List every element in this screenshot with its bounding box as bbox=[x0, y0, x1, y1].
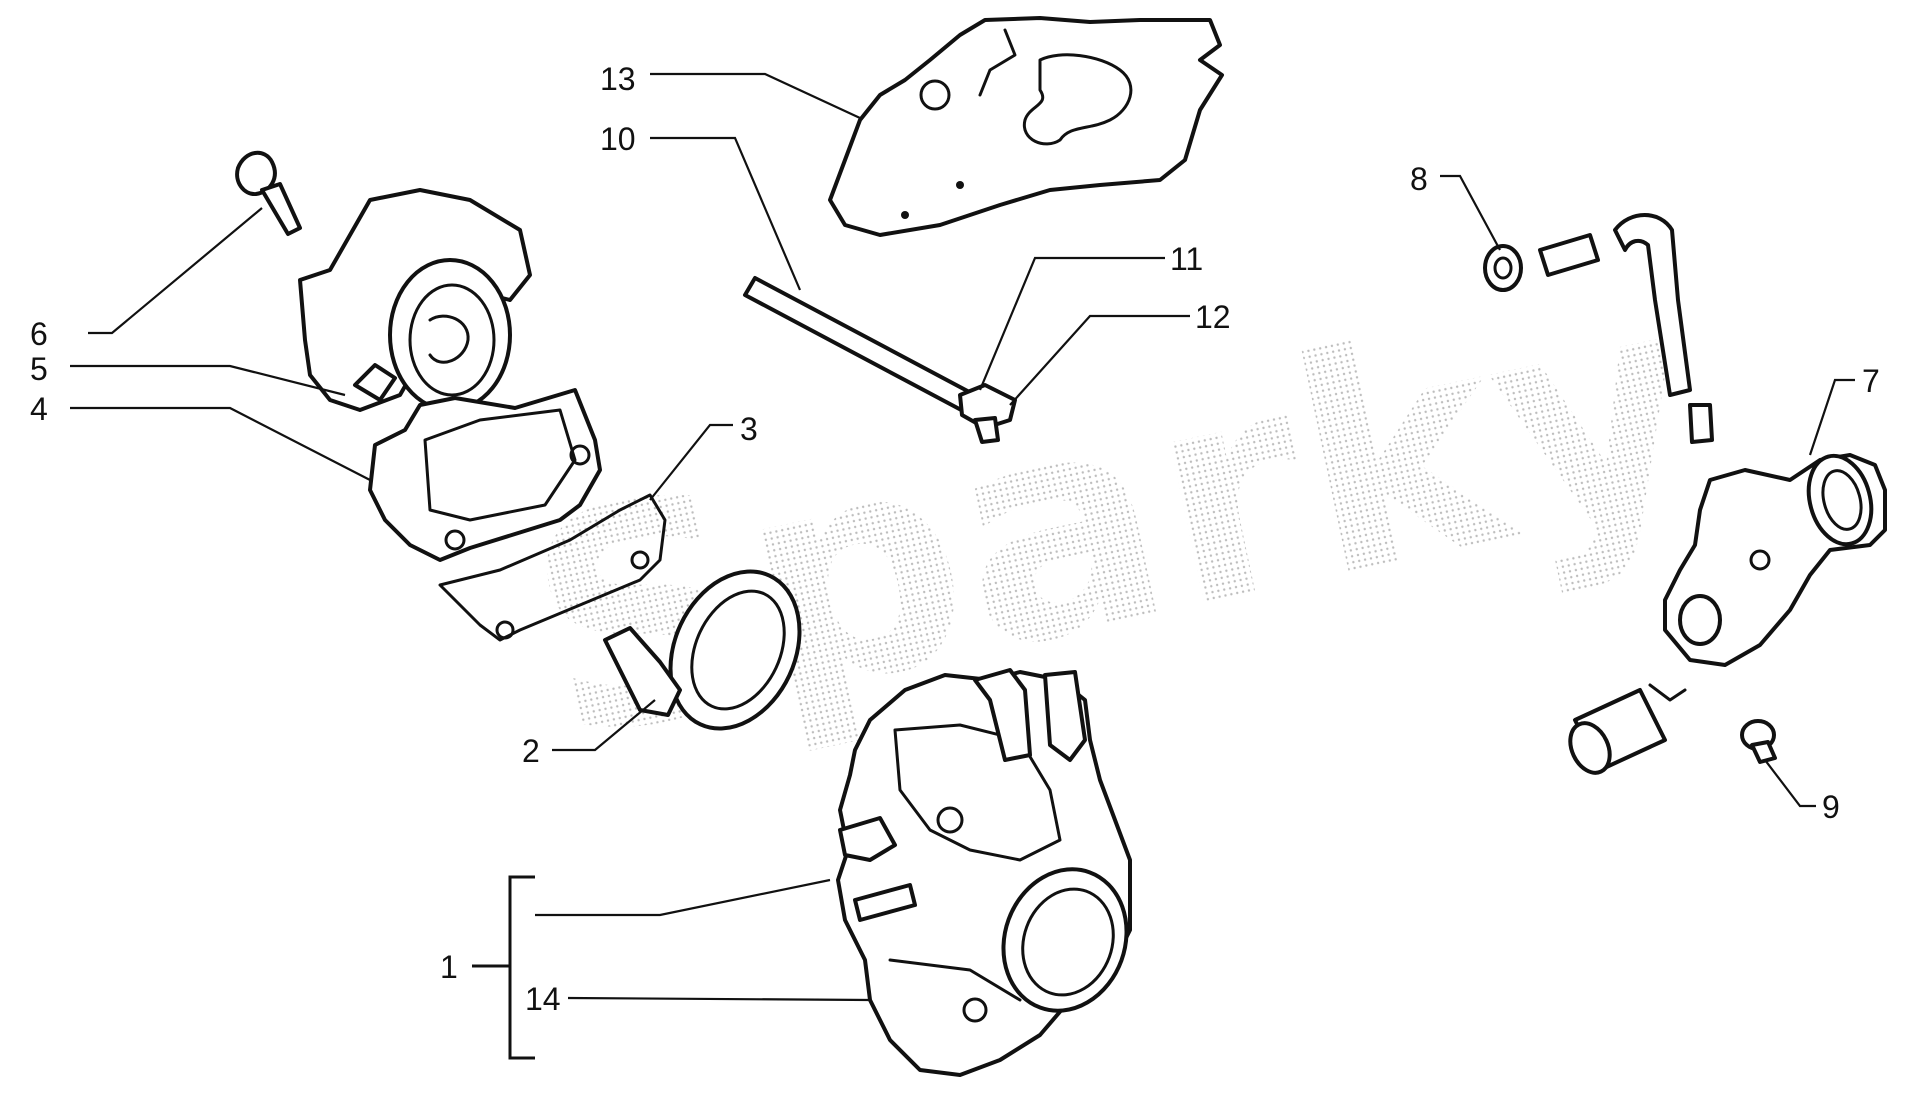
leader-5 bbox=[70, 364, 346, 397]
leader-9 bbox=[1764, 759, 1816, 808]
part-2-clamp bbox=[603, 569, 802, 731]
leader-2 bbox=[552, 699, 656, 752]
callout-3: 3 bbox=[740, 411, 758, 447]
callout-10: 10 bbox=[600, 121, 636, 157]
leader-8 bbox=[1440, 174, 1501, 251]
watermark-text: Sparky bbox=[502, 224, 1725, 810]
callout-6: 6 bbox=[30, 316, 48, 352]
part-1-carburettor bbox=[836, 668, 1132, 1077]
callout-8: 8 bbox=[1410, 161, 1428, 197]
leader-13 bbox=[650, 72, 861, 119]
callout-14: 14 bbox=[525, 981, 561, 1017]
callout-12: 12 bbox=[1195, 299, 1231, 335]
part-11-12-clip bbox=[958, 383, 1017, 444]
callout-11: 11 bbox=[1170, 241, 1203, 277]
leader-1-upper bbox=[535, 878, 831, 917]
callout-5: 5 bbox=[30, 351, 48, 387]
part-4-gasket bbox=[368, 388, 602, 562]
callout-labels: 13 10 11 12 6 5 4 3 2 8 7 9 1 14 bbox=[30, 61, 1880, 1017]
leader-4 bbox=[70, 406, 371, 481]
part-6-screw bbox=[235, 151, 302, 236]
leader-12 bbox=[1009, 314, 1190, 406]
leader-3 bbox=[649, 423, 733, 501]
leader-14 bbox=[567, 996, 871, 1002]
part-8-nut bbox=[1483, 233, 1600, 292]
part-5-housing bbox=[298, 188, 532, 412]
leader-lines bbox=[70, 72, 1855, 1002]
part-9-screw bbox=[1740, 719, 1777, 764]
leader-7 bbox=[1808, 378, 1855, 456]
callout-7: 7 bbox=[1862, 363, 1880, 399]
leader-10 bbox=[650, 136, 802, 291]
callout-4: 4 bbox=[30, 391, 48, 427]
callout-1: 1 bbox=[440, 949, 458, 985]
callout-2: 2 bbox=[522, 733, 540, 769]
callout-9: 9 bbox=[1822, 789, 1840, 825]
leader-6 bbox=[88, 207, 263, 335]
part-7-filter-cylinder bbox=[1568, 683, 1687, 775]
part-7-fitting bbox=[1663, 453, 1887, 667]
bracket-1 bbox=[472, 875, 535, 1060]
part-7-hose bbox=[1613, 213, 1714, 444]
part-13-shield bbox=[828, 16, 1224, 237]
part-3-plate bbox=[438, 493, 667, 642]
leader-11 bbox=[978, 256, 1165, 391]
watermark: Sparky bbox=[502, 224, 1725, 810]
callout-13: 13 bbox=[600, 61, 636, 97]
